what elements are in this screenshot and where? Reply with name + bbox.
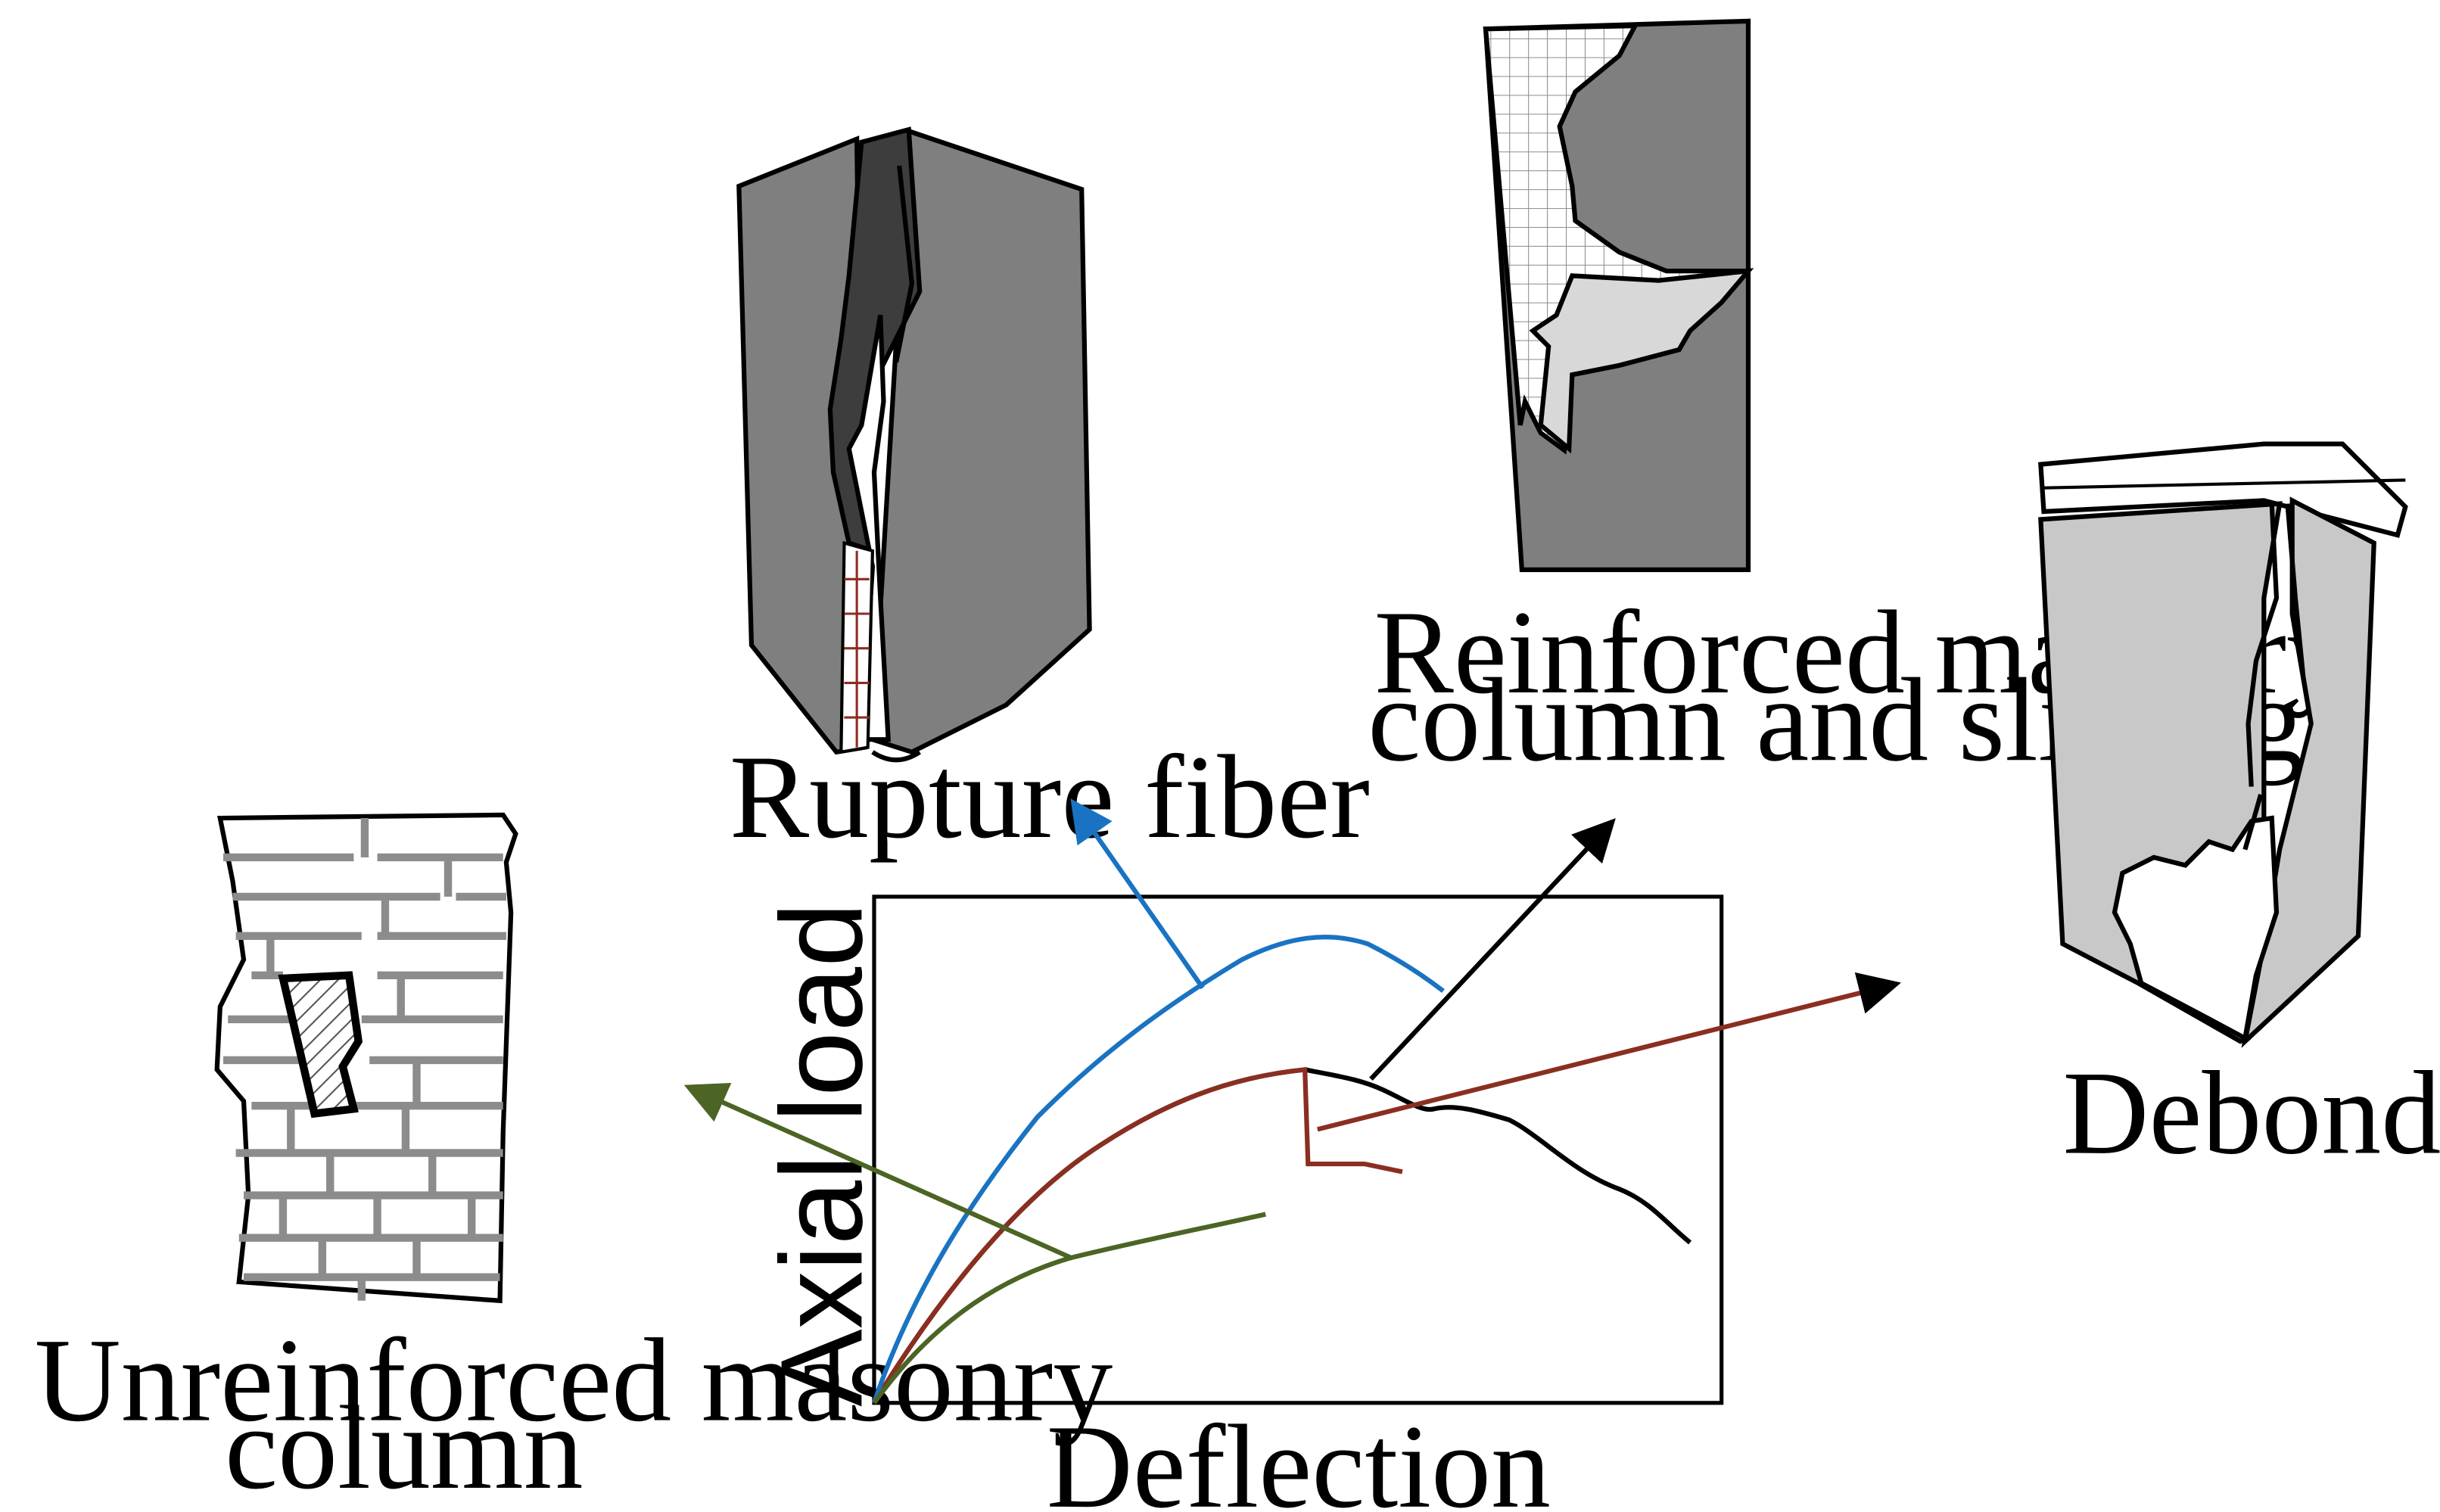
debonding-column <box>2038 441 2408 1048</box>
rupture-torn-white <box>846 314 891 742</box>
load-deflection-chart: Axial load Deflection <box>756 894 1724 1512</box>
debonding-exposed-area <box>2112 815 2280 1042</box>
arrow-reinforced <box>1369 818 1616 1081</box>
arrow-rupture <box>1070 798 1205 990</box>
chart-ylabel: Axial load <box>756 902 886 1407</box>
curve-debonding <box>872 1066 1403 1405</box>
arrow-unreinforced <box>683 1083 1074 1261</box>
pointer-arrows <box>683 798 1901 1261</box>
chart-xlabel: Deflection <box>1047 1401 1551 1512</box>
chart-frame <box>872 894 1724 1405</box>
arrow-debonding <box>1317 972 1901 1132</box>
reinforced-slippage-column <box>1483 18 1754 572</box>
debonding-label: Debonding <box>2062 1047 2440 1180</box>
curve-rupture-fiber <box>872 935 1445 1404</box>
unreinforced-brick-courses <box>223 818 506 1301</box>
reinforced-slip-zone <box>1529 268 1754 454</box>
rupture-fiber-column <box>736 126 1092 763</box>
unreinforced-label-line2: column <box>225 1382 584 1512</box>
unreinforced-masonry-column <box>214 812 518 1304</box>
rupture-fiber-label: Rupture fiber <box>730 731 1370 863</box>
unreinforced-crack-region <box>278 971 363 1118</box>
